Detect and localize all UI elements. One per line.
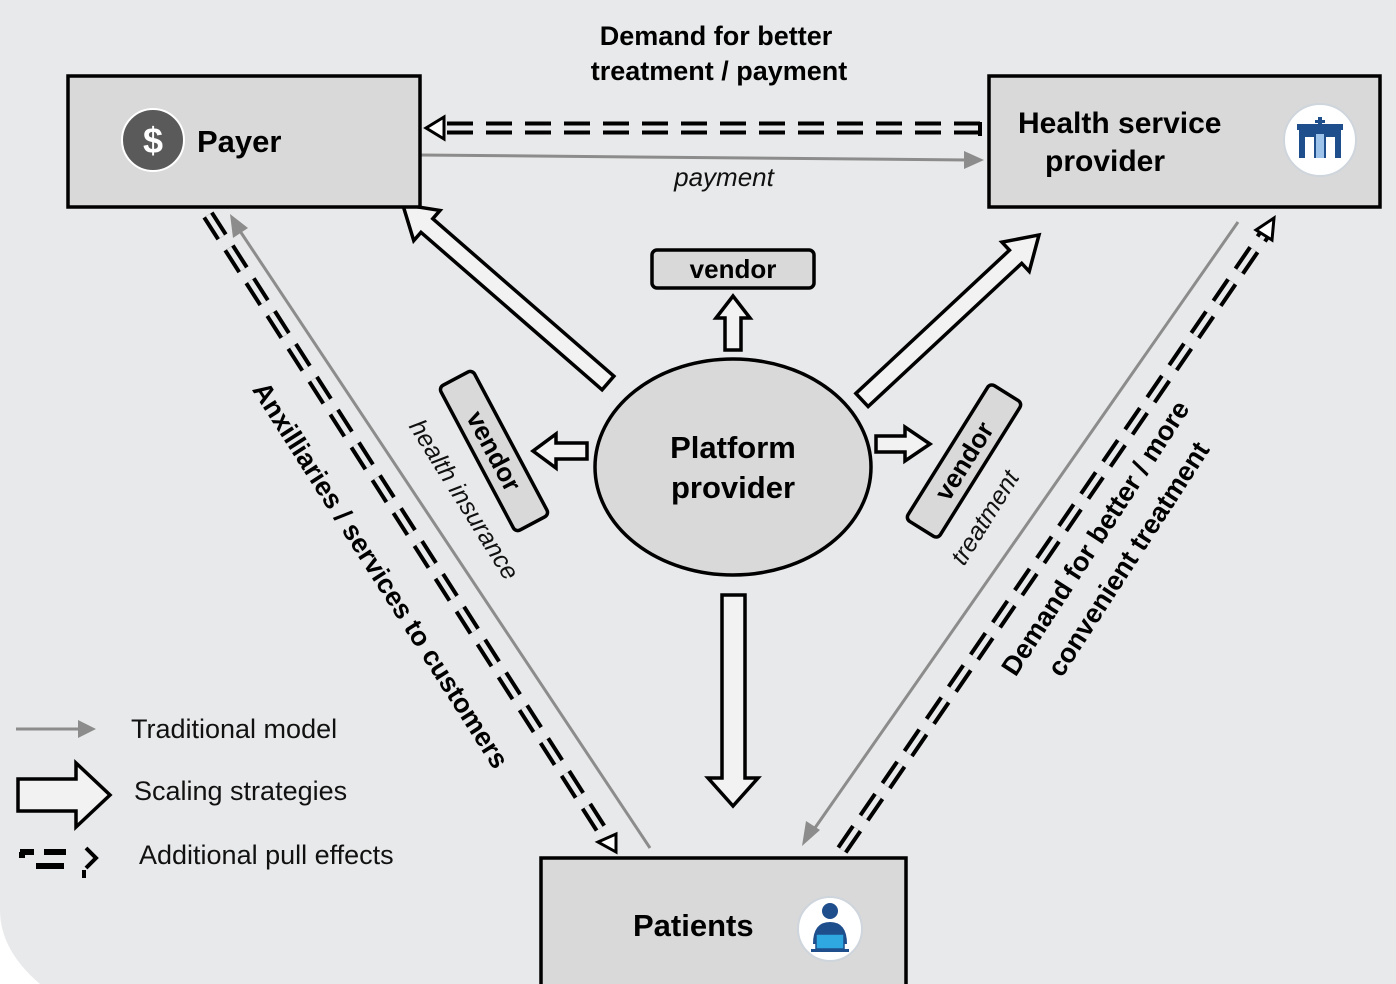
svg-text:$: $ <box>143 120 163 161</box>
dashed-arrow-head-top <box>423 114 446 142</box>
hospital-icon <box>1283 103 1357 177</box>
provider-to-patients-arrow <box>808 221 1240 836</box>
traditional-arrows <box>230 151 1240 849</box>
demand-top-label-line1: Demand for better <box>600 21 833 51</box>
platform-provider-node: Platform provider <box>593 357 873 577</box>
patients-label: Patients <box>633 908 754 943</box>
person-laptop-icon <box>797 896 863 962</box>
legend-traditional-label: Traditional model <box>131 714 337 744</box>
legend-traditional: Traditional model <box>16 714 337 744</box>
legend-pull-label: Additional pull effects <box>139 840 394 870</box>
vendor-top: vendor <box>650 248 816 290</box>
demand-top-label-line2: treatment / payment <box>591 56 848 86</box>
payer-node: $ Payer <box>66 74 422 209</box>
block-arrow-to-patients <box>704 593 762 809</box>
dollar-icon: $ <box>121 108 185 172</box>
health-provider-label-line2: provider <box>1045 145 1165 178</box>
platform-label-line1: Platform <box>670 430 796 465</box>
scaling-arrows <box>400 202 1042 809</box>
payment-arrow-head <box>964 151 984 169</box>
dashed-arrow-head-right <box>1253 215 1276 243</box>
vendor-top-label: vendor <box>690 254 777 284</box>
legend-scaling: Scaling strategies <box>16 758 347 832</box>
block-arrow-to-provider <box>853 232 1042 410</box>
legend: Traditional model Scaling strategies Add… <box>16 714 394 878</box>
payment-arrow <box>419 153 969 162</box>
block-arrow-to-vendor-top <box>712 293 754 352</box>
dashed-arrow-head-left <box>594 831 618 855</box>
patients-to-payer-arrow-head <box>230 214 248 238</box>
payer-label: Payer <box>197 124 281 159</box>
block-arrow-to-vendor-right <box>874 423 934 465</box>
pull-effect-arrows <box>202 114 1276 855</box>
platform-label-line2: provider <box>671 470 795 505</box>
health-provider-node: Health service provider <box>987 74 1382 209</box>
block-arrow-to-vendor-left <box>530 430 589 472</box>
legend-scaling-label: Scaling strategies <box>134 776 347 806</box>
patients-node: Patients <box>539 856 908 984</box>
provider-to-patients-arrow-head <box>802 821 820 846</box>
payment-label: payment <box>673 162 775 192</box>
legend-pull: Additional pull effects <box>19 840 394 878</box>
health-provider-label-line1: Health service <box>1018 107 1221 140</box>
patients-to-payer-arrow <box>236 227 652 849</box>
